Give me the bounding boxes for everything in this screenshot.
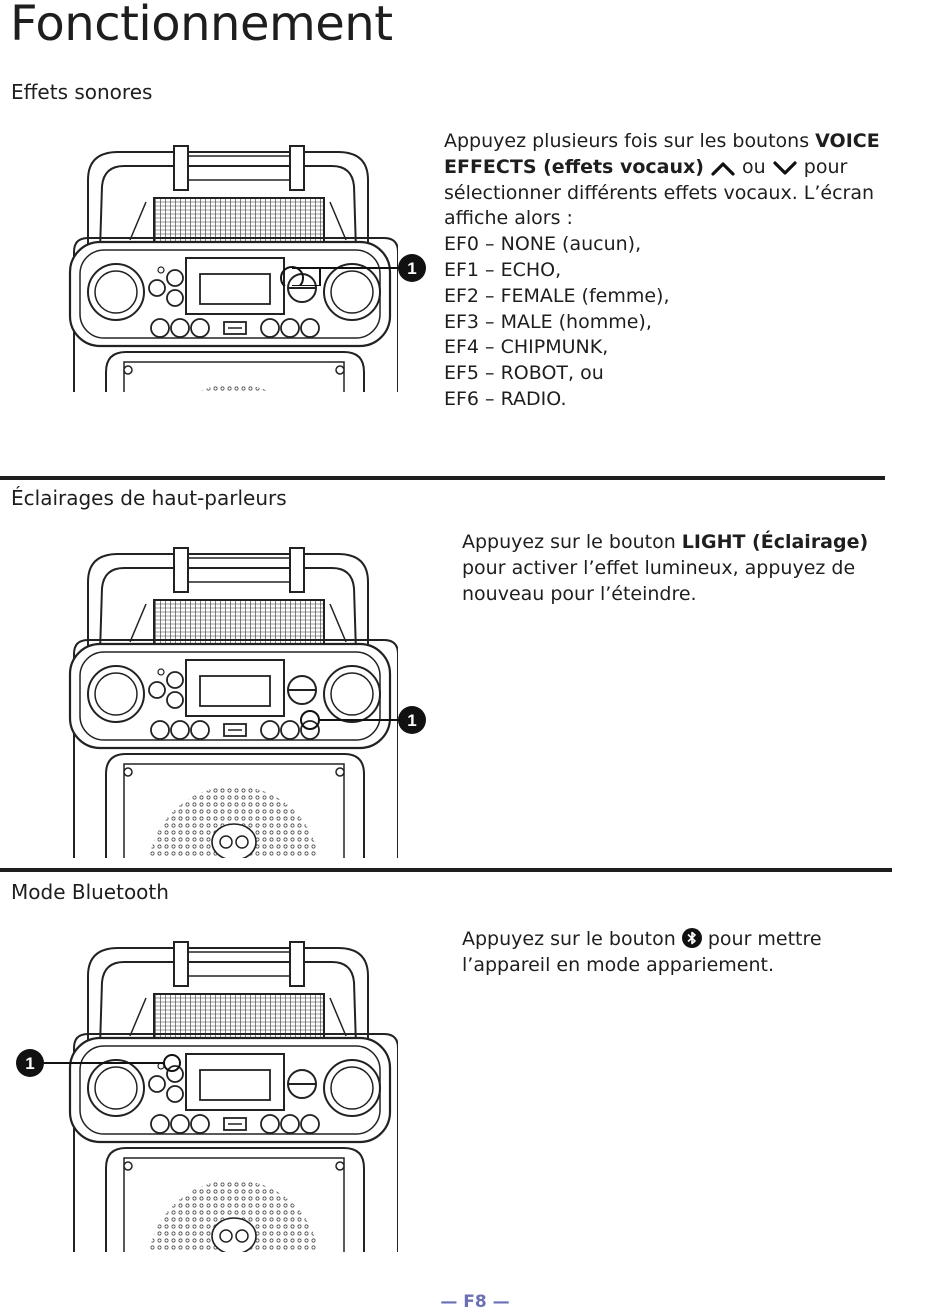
text-segment: pour sélectionner différents effets voca… [444, 155, 875, 230]
section-heading-bluetooth: Mode Bluetooth [11, 880, 169, 904]
list-item: EF1 – ECHO, [444, 258, 562, 281]
text-segment: Appuyez sur le bouton [462, 531, 682, 553]
button-name: VOICE EFFECTS (effets vocaux) [444, 130, 880, 178]
button-name: LIGHT (Éclairage) [681, 531, 869, 553]
text-segment: ou [736, 155, 772, 178]
bluetooth-icon [681, 928, 702, 948]
callout-number: 1 [25, 1054, 34, 1073]
light-description: Appuyez sur le bouton LIGHT (Éclairage) … [462, 530, 882, 607]
callout-number: 1 [407, 711, 416, 730]
speaker-illustration [68, 940, 398, 1252]
text-segment: pour mettre l’appareil en mode apparieme… [462, 928, 822, 976]
chevron-up-icon [711, 162, 735, 176]
voice-effects-paragraph: Appuyez plusieurs fois sur les boutons V… [444, 129, 894, 232]
voice-effects-description: Appuyez plusieurs fois sur les boutons V… [444, 129, 894, 413]
list-item: EF2 – FEMALE (femme), [444, 284, 670, 307]
speaker-illustration [68, 546, 398, 858]
list-item: EF6 – RADIO. [444, 387, 567, 410]
bluetooth-paragraph: Appuyez sur le bouton pour mettre l’appa… [462, 927, 902, 979]
list-item: EF4 – CHIPMUNK, [444, 336, 609, 359]
text-segment: pour activer l’effet lumineux, appuyez d… [462, 556, 856, 605]
text-segment: Appuyez plusieurs fois sur les boutons [444, 130, 816, 152]
section-heading-eclairages: Éclairages de haut-parleurs [11, 486, 287, 510]
callout-number: 1 [407, 259, 416, 278]
text-segment: Appuyez sur le bouton [462, 928, 682, 950]
list-item: EF0 – NONE (aucun), [444, 233, 642, 256]
callout-pointer: 1 [280, 254, 426, 286]
section-heading-effets-sonores: Effets sonores [11, 80, 153, 104]
section-divider [0, 476, 885, 480]
callout-pointer: 1 [300, 706, 426, 734]
bluetooth-description: Appuyez sur le bouton pour mettre l’appa… [462, 927, 902, 979]
page-title: Fonctionnement [10, 0, 393, 52]
list-item: EF5 – ROBOT, ou [444, 362, 604, 385]
page-number: — F8 — [440, 1292, 510, 1312]
effects-list: EF0 – NONE (aucun), EF1 – ECHO, EF2 – FE… [444, 232, 894, 413]
list-item: EF3 – MALE (homme), [444, 310, 652, 333]
section-divider [0, 868, 892, 872]
chevron-down-icon [773, 161, 797, 175]
callout-pointer: 1 [16, 1049, 181, 1077]
light-paragraph: Appuyez sur le bouton LIGHT (Éclairage) … [462, 530, 882, 607]
